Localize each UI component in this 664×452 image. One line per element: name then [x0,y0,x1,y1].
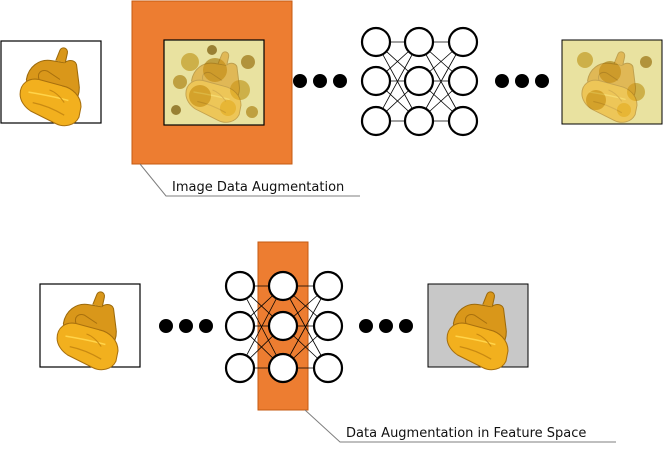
input-image-bottom [39,283,141,371]
top-caption-label: Image Data Augmentation [172,180,344,195]
network-node [312,352,344,384]
neural-network-icon [360,26,479,137]
network-node [224,270,256,302]
input-image-top [0,40,102,127]
network-node [447,105,479,137]
top-caption: Image Data Augmentation [139,163,360,197]
network-node [224,352,256,384]
network-node [447,26,479,58]
network-node [403,65,435,97]
image-augmentation-block [131,0,293,165]
network-node [312,270,344,302]
bottom-caption-label: Data Augmentation in Feature Space [346,426,586,441]
network-edge [282,285,329,369]
network-edge [239,285,284,369]
neural-network-icon [224,270,344,384]
network-node [267,352,299,384]
network-node [360,65,392,97]
ellipsis-dots-icon [359,319,413,333]
network-node [267,270,299,302]
network-node [403,26,435,58]
augmented-image [163,39,265,126]
network-node [360,26,392,58]
network-node [447,65,479,97]
network-node [312,310,344,342]
ellipsis-dots-icon [495,74,549,88]
network-node [403,105,435,137]
network-node [224,310,256,342]
network-node [360,105,392,137]
ellipsis-dots-icon [159,319,213,333]
network-node [267,310,299,342]
ellipsis-dots-icon [293,74,347,88]
bottom-caption: Data Augmentation in Feature Space [304,409,616,443]
output-image-top [561,39,663,125]
output-image-bottom [427,283,529,371]
